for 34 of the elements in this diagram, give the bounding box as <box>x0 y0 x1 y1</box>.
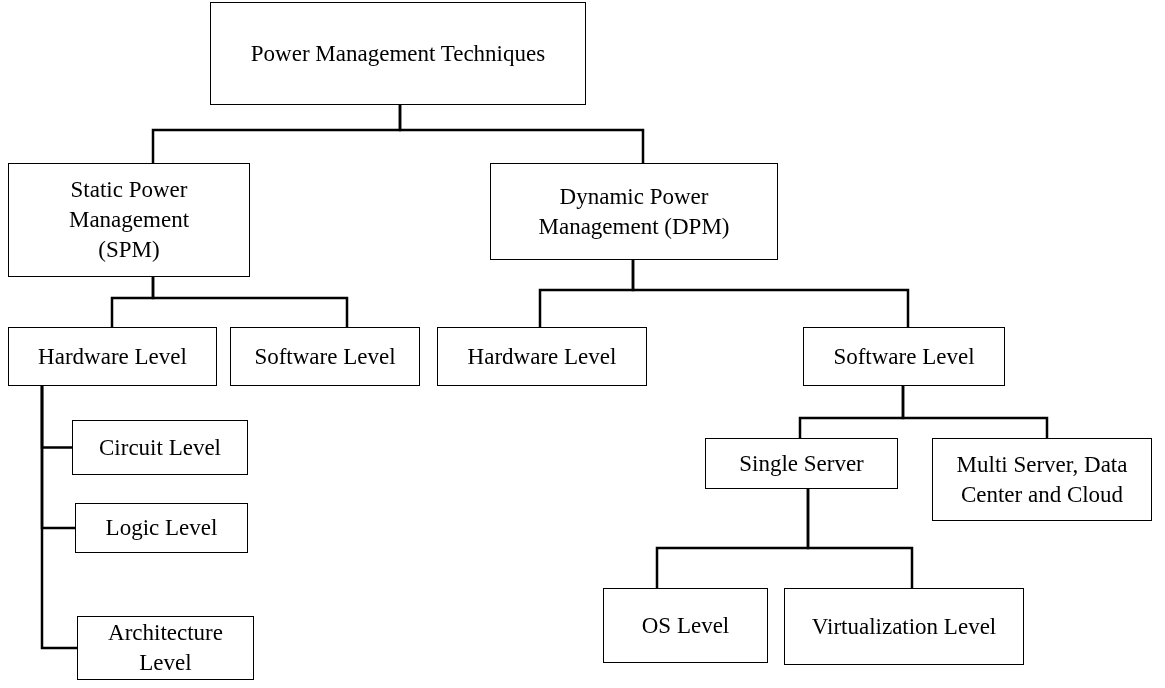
process-box <box>72 420 248 475</box>
connector-line <box>398 105 645 163</box>
process-box <box>230 327 420 386</box>
node-label: Dynamic Power Management (DPM) <box>537 182 731 241</box>
connector-line <box>631 260 910 327</box>
connector-line <box>806 489 914 588</box>
node-label: Architecture Level <box>107 619 224 677</box>
connector-line <box>901 386 1049 438</box>
node-label: Power Management Techniques <box>250 39 546 68</box>
process-box <box>803 327 1005 386</box>
process-box <box>437 327 647 386</box>
node-label: Single Server <box>739 449 864 478</box>
process-box <box>75 503 248 553</box>
node-label: Software Level <box>833 342 975 371</box>
connector-line <box>151 277 349 327</box>
process-box <box>932 438 1152 521</box>
node-label: Hardware Level <box>38 342 187 371</box>
process-box <box>490 163 778 260</box>
node-label: Hardware Level <box>467 342 617 371</box>
node-label: Static Power Management (SPM) <box>67 176 191 264</box>
node-label: Circuit Level <box>99 433 221 462</box>
node-label: Virtualization Level <box>811 612 997 641</box>
connector-line <box>40 386 77 650</box>
process-box <box>603 588 768 663</box>
process-box <box>8 327 217 386</box>
process-box <box>784 588 1024 665</box>
process-box <box>8 163 250 277</box>
process-box <box>210 2 586 105</box>
node-label: Logic Level <box>105 514 218 543</box>
node-label: Multi Server, Data Center and Cloud <box>955 450 1129 509</box>
node-label: Software Level <box>254 342 396 371</box>
node-label: OS Level <box>641 611 730 640</box>
process-box <box>77 616 254 680</box>
process-box <box>705 438 898 489</box>
